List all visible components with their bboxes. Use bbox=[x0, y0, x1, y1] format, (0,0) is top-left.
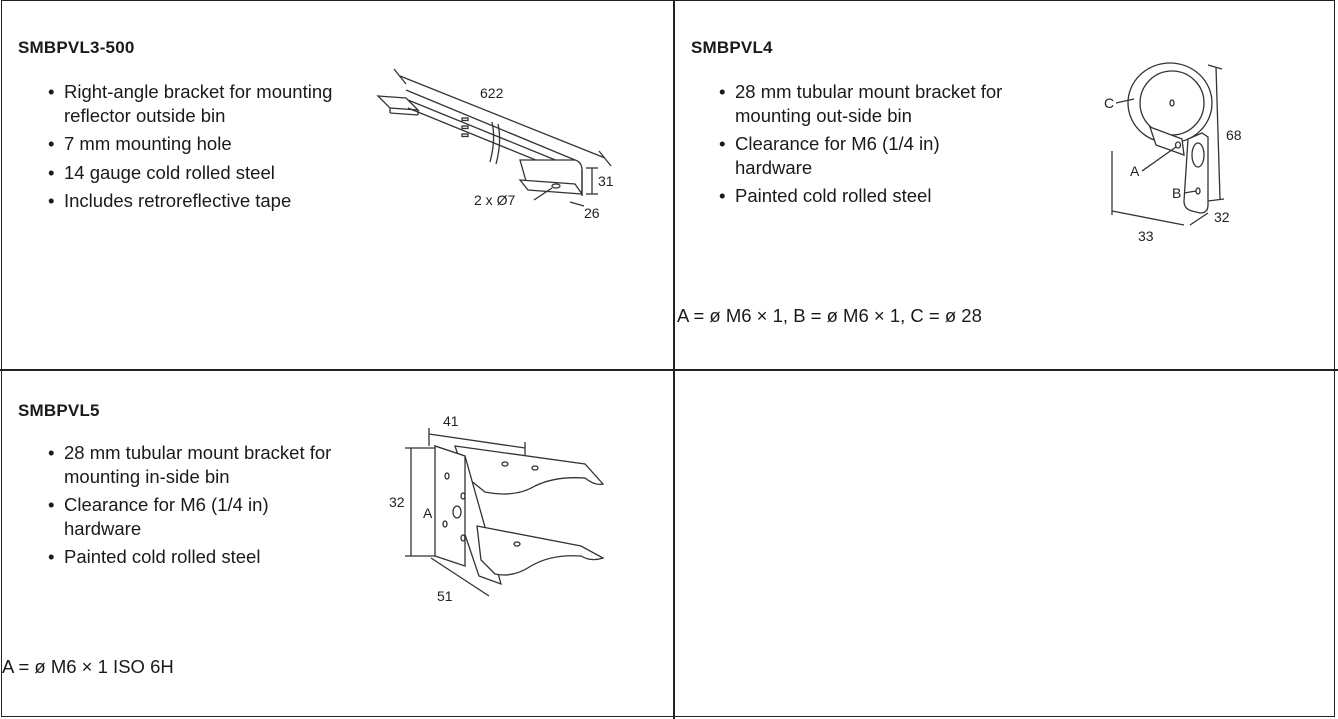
row-divider bbox=[0, 369, 1338, 371]
label-a: A bbox=[1130, 163, 1140, 179]
product-title: SMBPVL3-500 bbox=[18, 38, 135, 57]
dimension-height-label: 68 bbox=[1226, 127, 1242, 143]
product-cell-smbpvl4: SMBPVL4 28 mm tubular mount bracket for … bbox=[675, 0, 1338, 369]
feature-item: Includes retroreflective tape bbox=[48, 189, 338, 213]
dimension-depth-label: 32 bbox=[1214, 209, 1230, 225]
dimension-width-label: 41 bbox=[443, 413, 459, 429]
dimension-width-label: 33 bbox=[1138, 228, 1154, 244]
feature-list: 28 mm tubular mount bracket for mounting… bbox=[719, 80, 1009, 213]
product-cell-smbpvl3-500: SMBPVL3-500 Right-angle bracket for moun… bbox=[0, 0, 673, 369]
label-b: B bbox=[1172, 185, 1181, 201]
dimension-height-label: 31 bbox=[598, 173, 614, 189]
feature-list: Right-angle bracket for mounting reflect… bbox=[48, 80, 338, 218]
label-a: A bbox=[423, 505, 433, 521]
feature-item: 14 gauge cold rolled steel bbox=[48, 161, 338, 185]
feature-item: Painted cold rolled steel bbox=[48, 545, 338, 569]
inside-bracket-drawing: 41 A 32 51 bbox=[389, 413, 605, 604]
tubular-bracket-drawing: C A B 68 33 32 bbox=[1104, 62, 1242, 244]
label-c: C bbox=[1104, 95, 1114, 111]
product-title: SMBPVL4 bbox=[691, 38, 773, 57]
dimension-length-label: 622 bbox=[480, 85, 504, 101]
feature-item: 28 mm tubular mount bracket for mounting… bbox=[719, 80, 1009, 127]
feature-item: 7 mm mounting hole bbox=[48, 132, 338, 156]
empty-cell bbox=[675, 371, 1338, 719]
product-title: SMBPVL5 bbox=[18, 401, 100, 420]
feature-item: 28 mm tubular mount bracket for mounting… bbox=[48, 441, 338, 488]
feature-item: Right-angle bracket for mounting reflect… bbox=[48, 80, 338, 127]
hole-label: 2 x Ø7 bbox=[474, 192, 515, 208]
bracket-drawing: 622 31 26 2 x Ø7 bbox=[376, 68, 614, 221]
dimension-depth-label: 26 bbox=[584, 205, 600, 221]
hole-spec-note: A = ø M6 × 1, B = ø M6 × 1, C = ø 28 bbox=[677, 305, 982, 326]
feature-list: 28 mm tubular mount bracket for mounting… bbox=[48, 441, 338, 574]
feature-item: Painted cold rolled steel bbox=[719, 184, 1009, 208]
feature-item: Clearance for M6 (1/4 in) hardware bbox=[719, 132, 1009, 179]
product-cell-smbpvl5: SMBPVL5 28 mm tubular mount bracket for … bbox=[0, 371, 673, 719]
dimension-height-label: 32 bbox=[389, 494, 405, 510]
dimension-depth-label: 51 bbox=[437, 588, 453, 604]
column-divider bbox=[673, 0, 675, 719]
hole-spec-note: A = ø M6 × 1 ISO 6H bbox=[2, 656, 174, 677]
feature-item: Clearance for M6 (1/4 in) hardware bbox=[48, 493, 338, 540]
